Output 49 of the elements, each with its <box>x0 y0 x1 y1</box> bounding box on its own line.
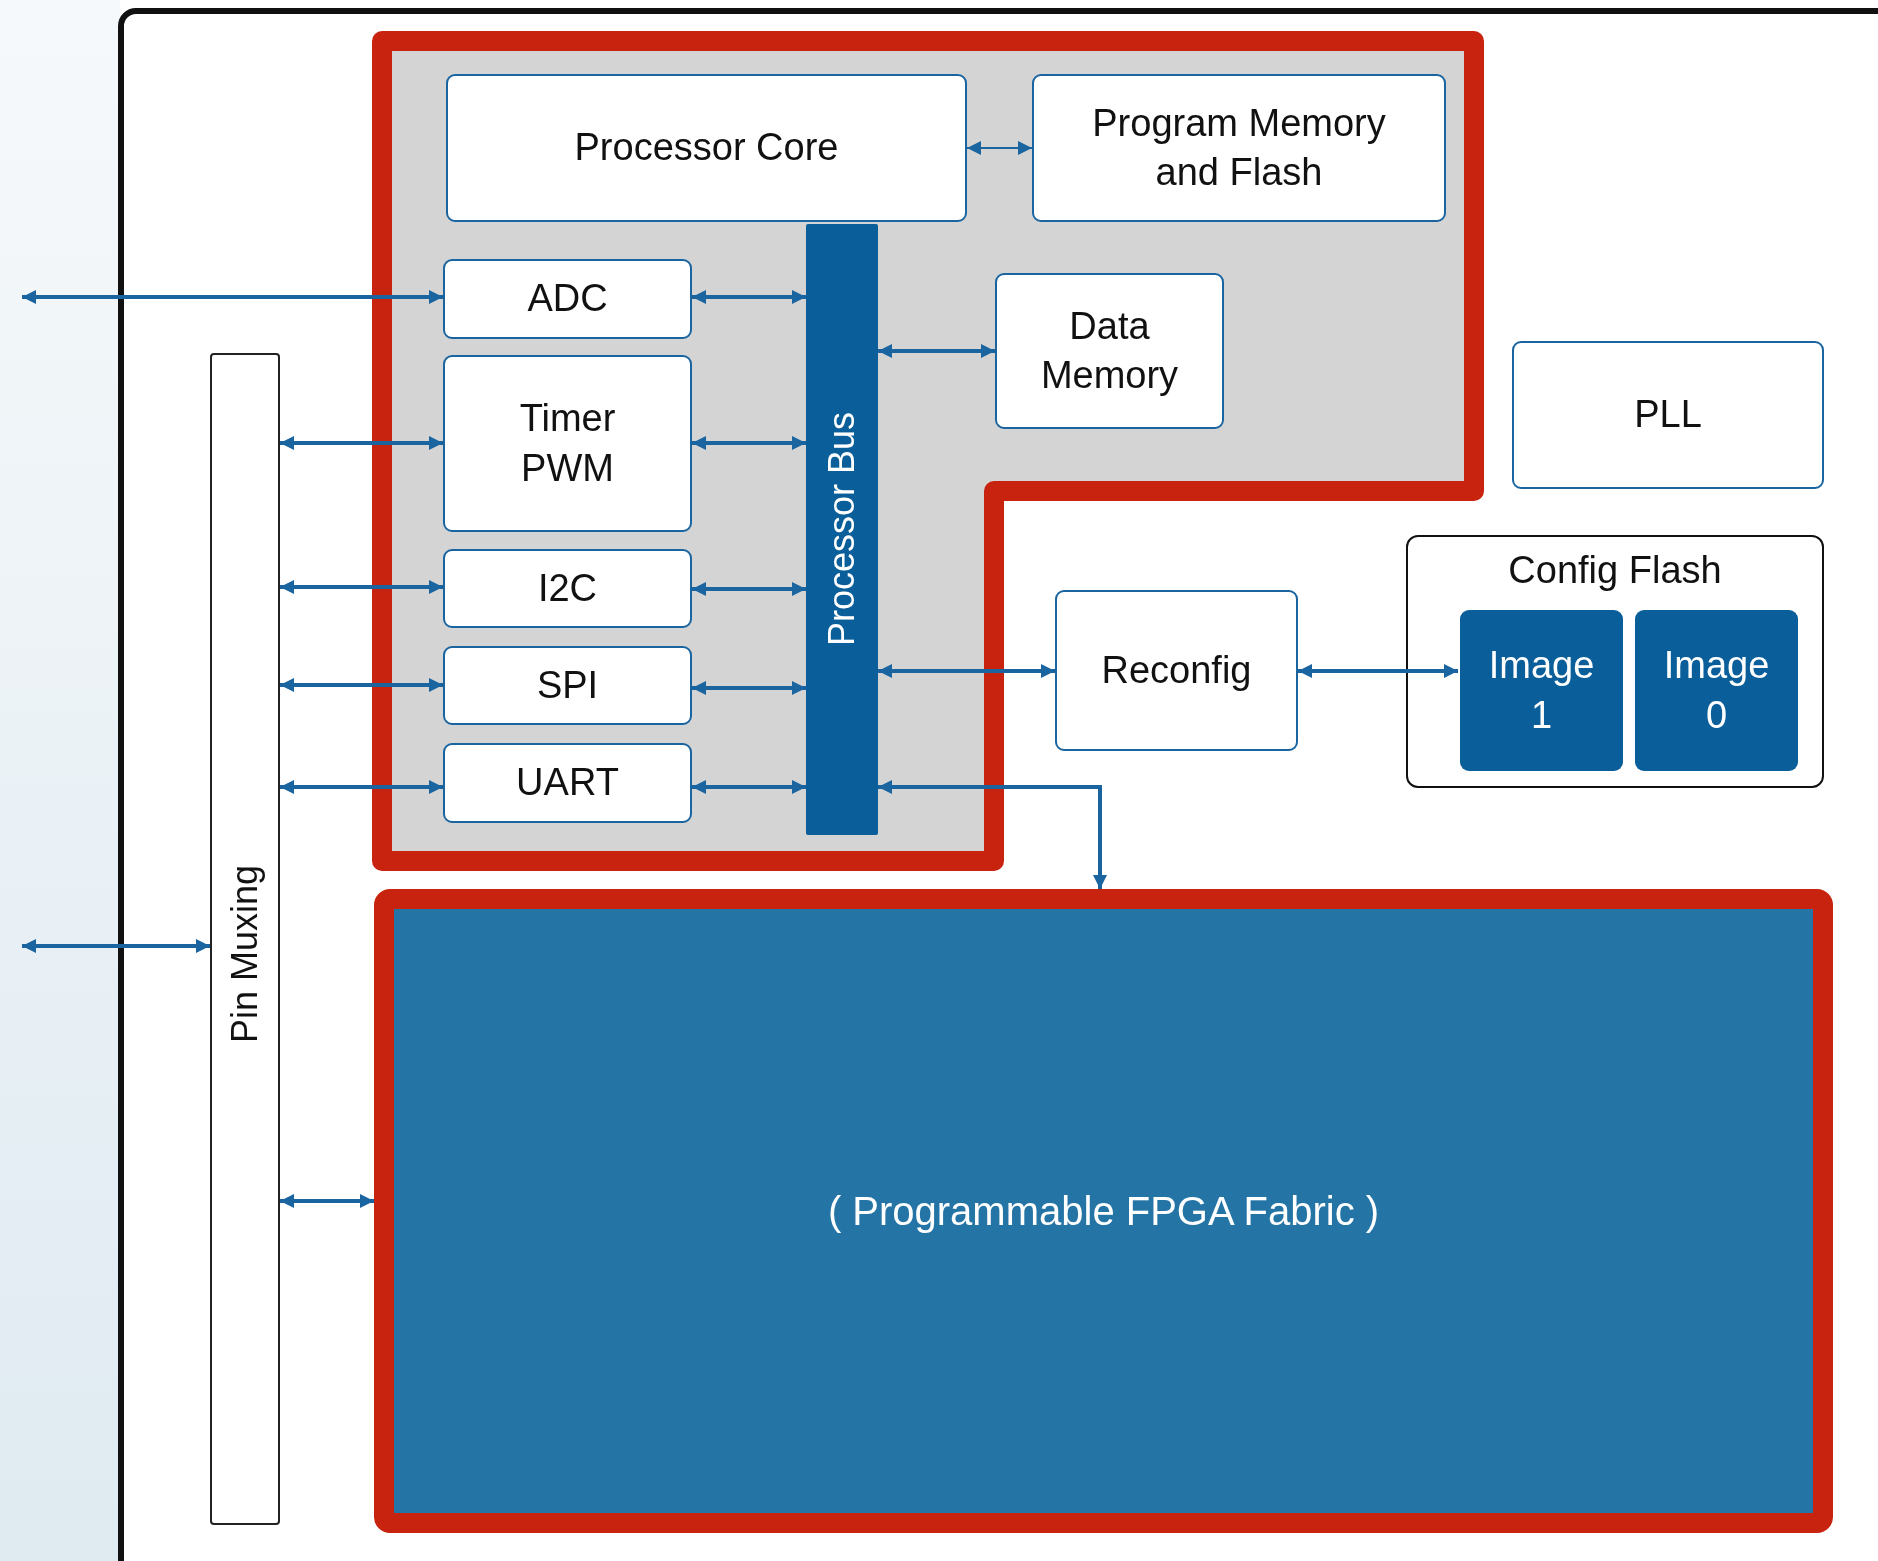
group-box <box>1406 535 1824 788</box>
block-label: Program Memory and Flash <box>1091 100 1387 195</box>
double-arrow <box>280 678 443 692</box>
double-arrow <box>878 344 995 358</box>
double-arrow <box>280 580 443 594</box>
block-label: Reconfig <box>1101 647 1252 693</box>
block-label: ADC <box>527 276 608 322</box>
double-arrow <box>280 436 443 450</box>
vertical-label: Pin Muxing <box>224 864 266 1043</box>
double-arrow <box>692 436 806 450</box>
double-arrow <box>878 780 1107 889</box>
double-arrow <box>1298 664 1458 678</box>
block-label: Timer PWM <box>518 396 617 491</box>
fabric-block <box>374 889 1833 1533</box>
double-arrow <box>692 780 806 794</box>
image-box <box>1635 610 1798 771</box>
double-arrow <box>878 664 1055 678</box>
block-label: Data Memory <box>1039 303 1180 398</box>
block-box <box>443 549 692 628</box>
block-label: ( Programmable FPGA Fabric ) <box>827 1188 1380 1234</box>
block-box <box>1055 590 1298 751</box>
block-box <box>446 74 967 222</box>
block-label: Image 0 <box>1662 643 1771 738</box>
block-box <box>995 273 1224 429</box>
block-label: PLL <box>1634 392 1702 438</box>
image-box <box>1460 610 1623 771</box>
pin-mux-bar <box>210 353 280 1525</box>
vertical-label: Processor Bus <box>821 412 863 647</box>
double-arrow <box>280 780 443 794</box>
block-box <box>443 259 692 339</box>
bus-bar <box>806 224 878 835</box>
double-arrow <box>692 290 806 304</box>
block-box <box>443 743 692 823</box>
double-arrow <box>22 290 443 304</box>
double-arrow <box>692 582 806 596</box>
block-box <box>443 355 692 532</box>
block-box <box>1512 341 1824 489</box>
block-label: SPI <box>536 662 599 708</box>
block-label: I2C <box>537 565 598 611</box>
block-label: Image 1 <box>1487 643 1596 738</box>
block-box <box>1032 74 1446 222</box>
double-arrow <box>692 681 806 695</box>
block-label: Processor Core <box>574 125 839 171</box>
double-arrow <box>966 141 1033 155</box>
double-arrow <box>22 939 210 953</box>
double-arrow <box>280 1194 374 1208</box>
block-label: UART <box>516 760 619 806</box>
block-box <box>443 646 692 725</box>
group-title: Config Flash <box>1508 549 1722 592</box>
